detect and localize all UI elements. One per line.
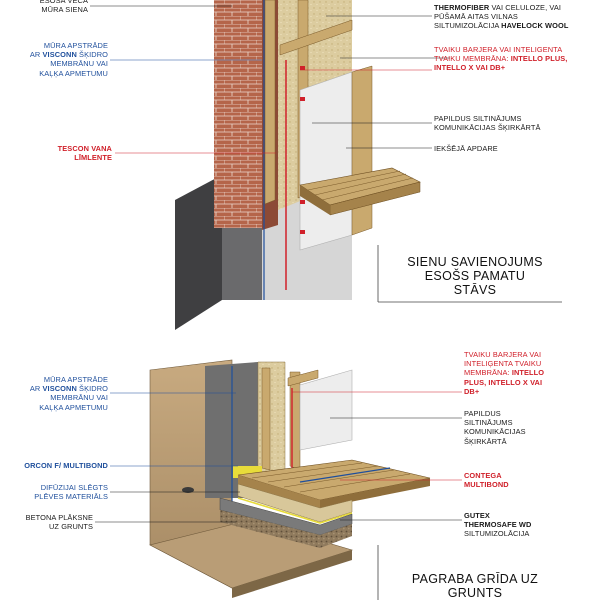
- label-part: TVAIKU MEMBRĀNA:: [434, 54, 511, 64]
- gravel-bed: [220, 510, 352, 548]
- top-title-frame: [377, 245, 562, 303]
- label-part: SILTUMIZOLĀCIJA: [464, 529, 530, 539]
- label-inner-finish: IEKŠĒJĀ APDARE: [434, 144, 498, 153]
- label-masonry-finish-bottom: MŪRA APSTRĀDE AR VISCONN ŠĶIDRO MEMBRĀNU…: [8, 375, 108, 412]
- label-part: TVAIKU BARJERA VAI INTELIĢENTA TVAIKU ME…: [464, 350, 542, 378]
- label-part: MŪRA APSTRĀDE: [43, 41, 108, 50]
- label-service-cavity-bottom: PAPILDUS SILTINĀJUMS KOMUNIKĀCIJAS ŠĶIRK…: [464, 409, 526, 446]
- floor-deck-side: [300, 185, 330, 215]
- label-concrete-slab: BETONA PLĀKSNE UZ GRUNTS: [25, 513, 93, 532]
- label-vapour-barrier-top: TVAIKU BARJERA VAI INTELIGENTA TVAIKU ME…: [434, 45, 596, 73]
- leader-lines: [90, 5, 462, 523]
- label-contega-multibond: CONTEGA MULTIBOND: [464, 471, 509, 490]
- timber-plate: [279, 19, 353, 56]
- tape-markers: [300, 66, 305, 234]
- label-masonry-finish-top: MŪRA APSTRĀDE AR VISCONN ŠĶIDRO MEMBRĀNU…: [8, 41, 108, 78]
- label-part: ŠĶIDRO MEMBRĀNU VAI KAĻĶA APMETUMU: [39, 50, 108, 78]
- label-brand: VISCONN: [42, 384, 77, 394]
- label-part: MŪRA APSTRĀDE: [43, 375, 108, 384]
- soil-front: [232, 550, 352, 598]
- label-brand: INTELLO PLUS, INTELLO X VAI DB+: [464, 368, 545, 396]
- label-brand: INTELLO PLUS, INTELLO X VAI DB+: [434, 54, 568, 73]
- inner-board: [299, 369, 353, 451]
- label-part: VAI CELULOZE, VAI PŪŠAMĀ AITAS VILNAS SI…: [434, 3, 562, 31]
- floor-tape: [299, 467, 391, 483]
- label-brand: GUTEX THERMOSAFE WD: [464, 511, 532, 530]
- floor-board-edge: [238, 475, 320, 508]
- floor-board-lines: [251, 462, 411, 493]
- floor-board-front: [320, 478, 430, 508]
- top-section-title: SIENU SAVIENOJUMS ESOŠS PAMATU STĀVS: [407, 255, 543, 297]
- label-orcon-multibond: ORCON F/ MULTIBOND: [24, 461, 108, 470]
- inner-finish-board: [299, 71, 353, 251]
- floor-planks: [307, 170, 414, 201]
- gutex-board: [237, 483, 353, 523]
- brick-wall: [214, 0, 262, 228]
- timber-plate: [287, 369, 319, 387]
- timber-stud: [261, 367, 271, 471]
- label-part: AR: [29, 50, 43, 60]
- label-part: ŠĶIDRO MEMBRĀNU VAI KAĻĶA APMETUMU: [39, 384, 108, 412]
- label-brand: THERMOFIBER: [434, 3, 490, 12]
- foundation-front-dark: [175, 175, 222, 330]
- drain-pipe: [182, 487, 194, 493]
- label-diffusion-film: DIFŪZIJAI SLĒGTS PLĒVES MATERIĀLS: [34, 483, 108, 502]
- label-vapour-barrier-bottom: TVAIKU BARJERA VAI INTELIĢENTA TVAIKU ME…: [464, 350, 594, 396]
- label-insulation-top: THERMOFIBER VAI CELULOZE, VAI PŪŠAMĀ AIT…: [434, 3, 594, 31]
- bottom-basement-drawing: [149, 359, 431, 598]
- label-brand: VISCONN: [42, 50, 77, 60]
- timber-stud: [264, 0, 276, 205]
- label-brand: HAVELOCK WOOL: [501, 21, 569, 31]
- label-gutex-insulation: GUTEX THERMOSAFE WD SILTUMIZOLĀCIJA: [464, 511, 594, 539]
- label-tescon-tape: TESCON VANA LĪMLENTE: [57, 144, 112, 163]
- contega-membrane: [237, 497, 353, 524]
- bottom-section-title: PAGRABA GRĪDA UZ GRUNTS: [411, 572, 539, 600]
- label-part: TVAIKU BARJERA VAI INTELIGENTA: [434, 45, 563, 54]
- label-old-brick-wall: ESOŠA VECĀ MŪRA SIENA: [39, 0, 88, 15]
- label-service-cavity-top: PAPILDUS SILTINĀJUMS KOMUNIKĀCIJAS ŠĶIRK…: [434, 114, 541, 133]
- inner-finish-edge: [351, 65, 373, 236]
- label-part: AR: [29, 384, 43, 394]
